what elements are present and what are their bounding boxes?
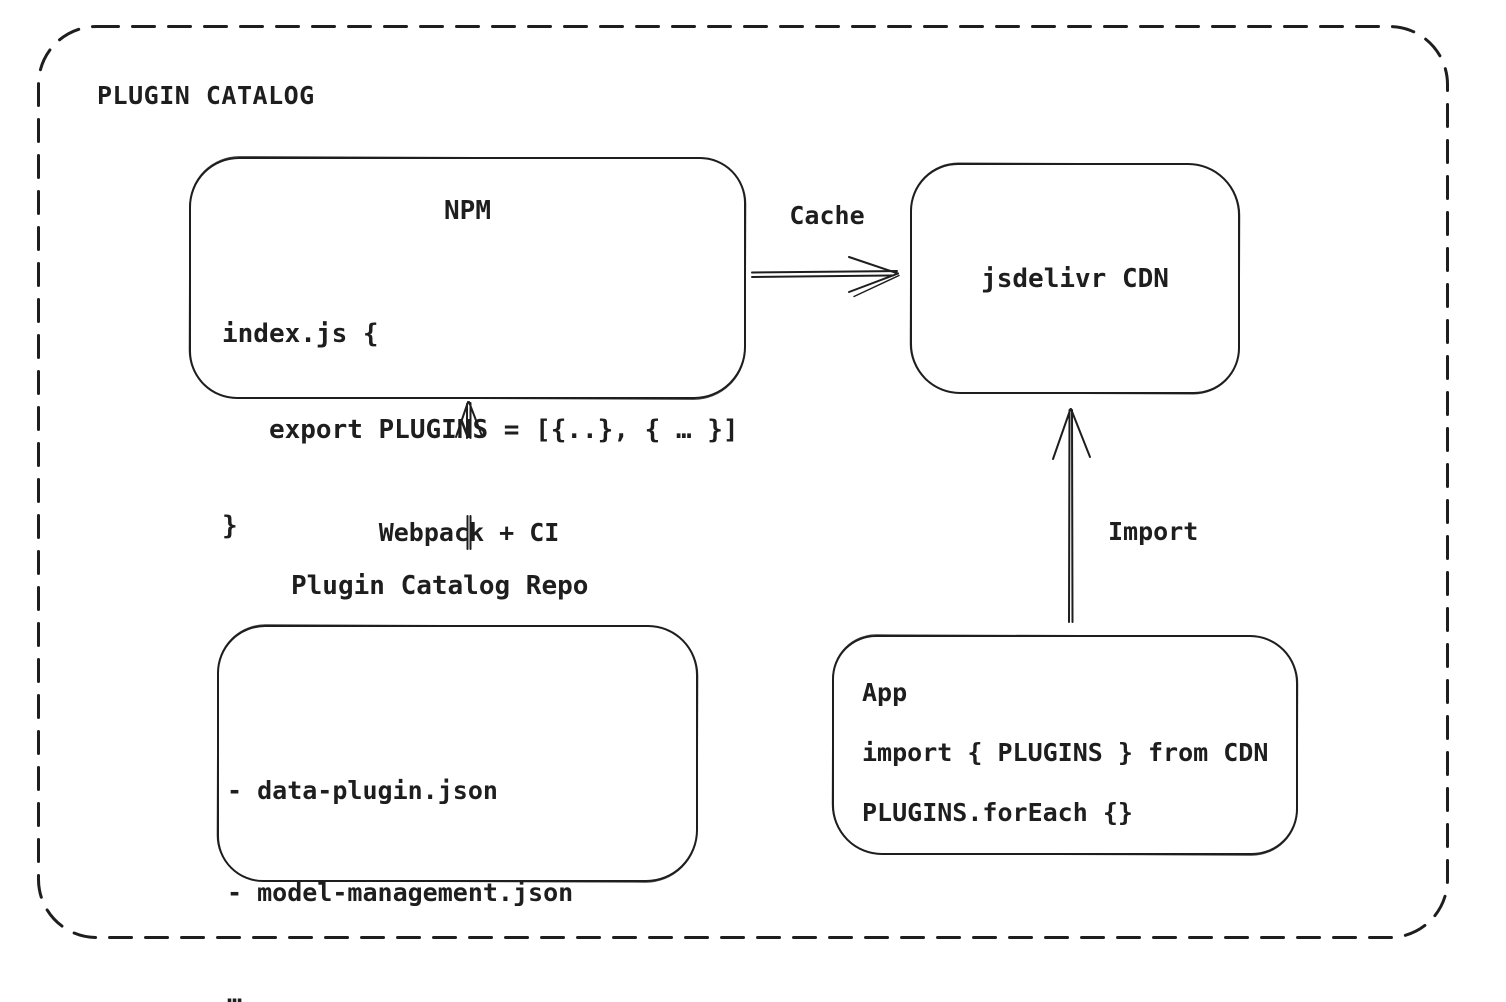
repo-file-item: - data-plugin.json <box>227 776 498 805</box>
npm-node: NPM index.js { export PLUGINS = [{..}, {… <box>189 157 746 541</box>
plugin-catalog-repo-node: - data-plugin.json - model-management.js… <box>217 625 698 1002</box>
import-edge-label: Import <box>1108 517 1199 546</box>
repo-file-item: … <box>227 980 243 1002</box>
import-arrow <box>1052 408 1091 623</box>
app-title: App <box>862 678 908 707</box>
app-code-line: import { PLUGINS } from CDN <box>862 738 1269 767</box>
npm-code-line: export PLUGINS = [{..}, { … }] <box>222 415 739 445</box>
build-edge-label-line1: Webpack + CI <box>378 518 560 547</box>
jsdelivr-cdn-node: jsdelivr CDN <box>910 163 1240 394</box>
cache-arrow <box>751 256 900 298</box>
npm-code-line: } <box>222 511 238 541</box>
npm-code-block: index.js { export PLUGINS = [{..}, { … }… <box>222 254 739 606</box>
app-node: App import { PLUGINS } from CDN PLUGINS.… <box>832 635 1298 855</box>
repo-file-item: - model-management.json <box>227 878 574 907</box>
frame-title: PLUGIN CATALOG <box>97 81 315 110</box>
repo-file-list: - data-plugin.json - model-management.js… <box>227 706 573 1002</box>
cache-edge-label: Cache <box>789 201 865 230</box>
repo-caption: Plugin Catalog Repo <box>291 571 589 601</box>
app-code-line: PLUGINS.forEach {} <box>862 798 1133 827</box>
npm-title: NPM <box>444 196 491 226</box>
jsdelivr-cdn-label: jsdelivr CDN <box>981 263 1169 294</box>
npm-code-line: index.js { <box>222 319 379 349</box>
